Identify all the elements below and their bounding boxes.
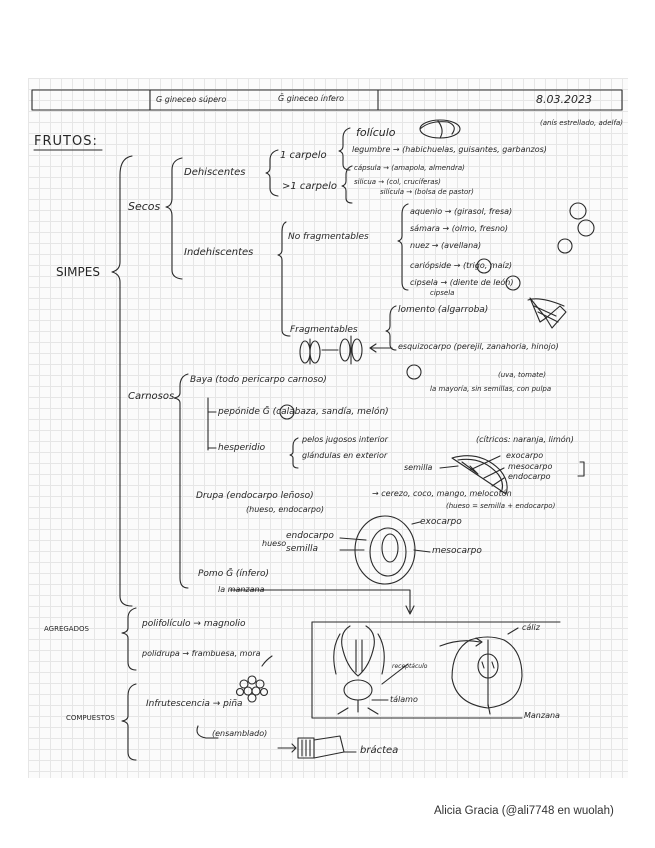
manzana-label: Manzana	[524, 712, 560, 720]
drupa-endocarpo: endocarpo	[286, 532, 334, 541]
drupa-hueso-def: (hueso = semilla + endocarpo)	[446, 503, 555, 510]
author-credit: Alicia Gracia (@ali7748 en wuolah)	[434, 805, 614, 817]
agregados-label: AGREGADOS	[44, 626, 89, 633]
caliz-label: cáliz	[522, 624, 540, 632]
bractea-label: bráctea	[360, 746, 398, 756]
pomo-manzana: la manzana	[218, 586, 265, 594]
baya-note-2: la mayoría, sin semillas, con pulpa	[430, 386, 551, 393]
drupa-examples: → cerezo, coco, mango, melocotón	[372, 490, 512, 498]
drupa-mesocarpo: mesocarpo	[432, 547, 482, 556]
compuestos-label: COMPUESTOS	[66, 715, 115, 722]
page-title: FRUTOS:	[34, 135, 98, 148]
no-fragmentables-label: No fragmentables	[288, 233, 369, 242]
talamo-label: tálamo	[390, 696, 418, 704]
hesperidio-note: (cítricos: naranja, limón)	[476, 436, 574, 444]
one-carpel-label: 1 carpelo	[280, 151, 327, 161]
receptaculo-label: receptáculo	[392, 664, 427, 670]
infrutescencia-label: Infrutescencia → piña	[146, 700, 243, 709]
cipsela-label: cipsela → (diente de león)	[410, 279, 514, 287]
silicula-label: silícula → (bolsa de pastor)	[380, 189, 474, 196]
hesperidio-label: hesperidio	[218, 444, 265, 453]
carnosos-label: Carnosos	[128, 392, 174, 402]
drupa-hueso-label: hueso	[262, 540, 286, 548]
simples-label: SIMPES	[56, 266, 100, 278]
capsula-label: cápsula → (amapola, almendra)	[354, 165, 465, 172]
nuez-label: nuez → (avellana)	[410, 242, 481, 250]
secos-label: Secos	[128, 201, 160, 212]
fragmentables-label: Fragmentables	[290, 326, 358, 335]
drupa-exocarpo: exocarpo	[420, 518, 462, 527]
drupa-label: Drupa (endocarpo leñoso)	[196, 492, 314, 501]
hesperidio-glandulas: glándulas en exterior	[302, 452, 387, 460]
gyno-inferior-note: Ḡ gineceo ínfero	[278, 95, 344, 103]
drupa-semilla: semilla	[286, 545, 318, 554]
cariopside-label: cariópside → (trigo, maíz)	[410, 262, 512, 270]
samara-label: sámara → (olmo, fresno)	[410, 225, 508, 233]
peponide-label: pepónide Ḡ (calabaza, sandía, melón)	[218, 408, 389, 417]
lomento-label: lomento (algarroba)	[398, 306, 488, 315]
gyno-superior-note: G gineceo súpero	[156, 96, 226, 104]
drupa-hueso-note: (hueso, endocarpo)	[246, 506, 324, 514]
orange-endocarpo: endocarpo	[508, 473, 551, 481]
date: 8.03.2023	[536, 94, 592, 105]
foliculo-note: (anís estrellado, adelfa)	[540, 120, 623, 127]
baya-label: Baya (todo pericarpo carnoso)	[190, 376, 327, 385]
orange-semilla: semilla	[404, 464, 432, 472]
pomo-label: Pomo Ḡ (ínfero)	[198, 570, 269, 579]
silicua-label: silicua → (col, crucíferas)	[354, 179, 441, 186]
dehiscentes-label: Dehiscentes	[184, 168, 245, 178]
indehiscentes-label: Indehiscentes	[184, 248, 253, 258]
polifoliculo-label: polifolículo → magnolio	[142, 620, 246, 629]
hesperidio-jugosos: pelos jugosos interior	[302, 436, 388, 444]
compuestos-sub: (ensamblado)	[212, 730, 267, 738]
cipsela-sub-label: cipsela	[430, 290, 454, 297]
foliculo-label: folículo	[356, 127, 396, 138]
aquenio-label: aquenio → (girasol, fresa)	[410, 208, 512, 216]
polidrupa-label: polidrupa → frambuesa, mora	[142, 650, 261, 658]
orange-mesocarpo: mesocarpo	[508, 463, 552, 471]
esquizocarpo-label: esquizocarpo (perejil, zanahoria, hinojo…	[398, 343, 559, 351]
multi-carpel-label: >1 carpelo	[282, 182, 337, 192]
baya-note: (uva, tomate)	[498, 372, 546, 379]
legumbre-label: legumbre → (habichuelas, guisantes, garb…	[352, 146, 547, 154]
orange-exocarpo: exocarpo	[506, 452, 543, 460]
